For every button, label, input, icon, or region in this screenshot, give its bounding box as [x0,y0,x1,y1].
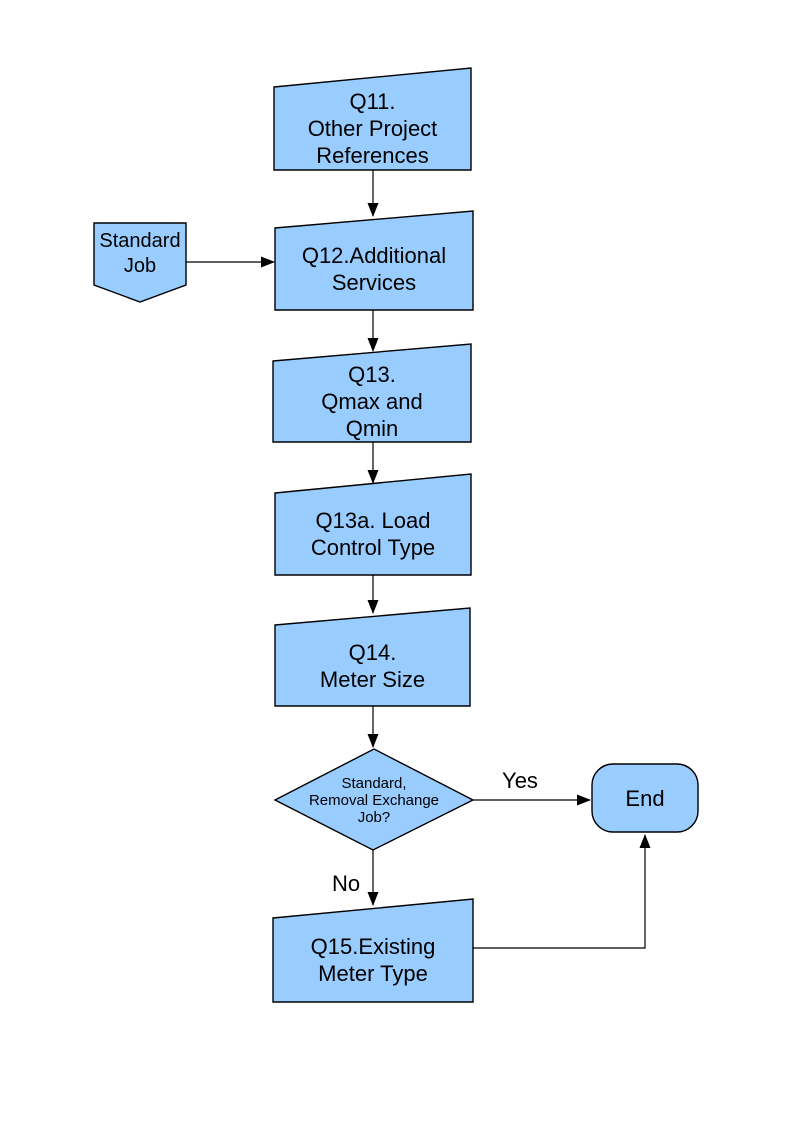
node-decision-standard-removal-exchange [273,748,475,851]
node-q11 [273,67,472,171]
node-q14 [274,607,471,707]
node-q15 [272,898,474,1003]
node-q13 [272,343,472,443]
connector-q15-to-end [473,834,651,949]
node-end [591,763,699,833]
node-q13a [274,473,472,576]
node-q12 [274,210,474,311]
node-standard-job [93,222,187,303]
